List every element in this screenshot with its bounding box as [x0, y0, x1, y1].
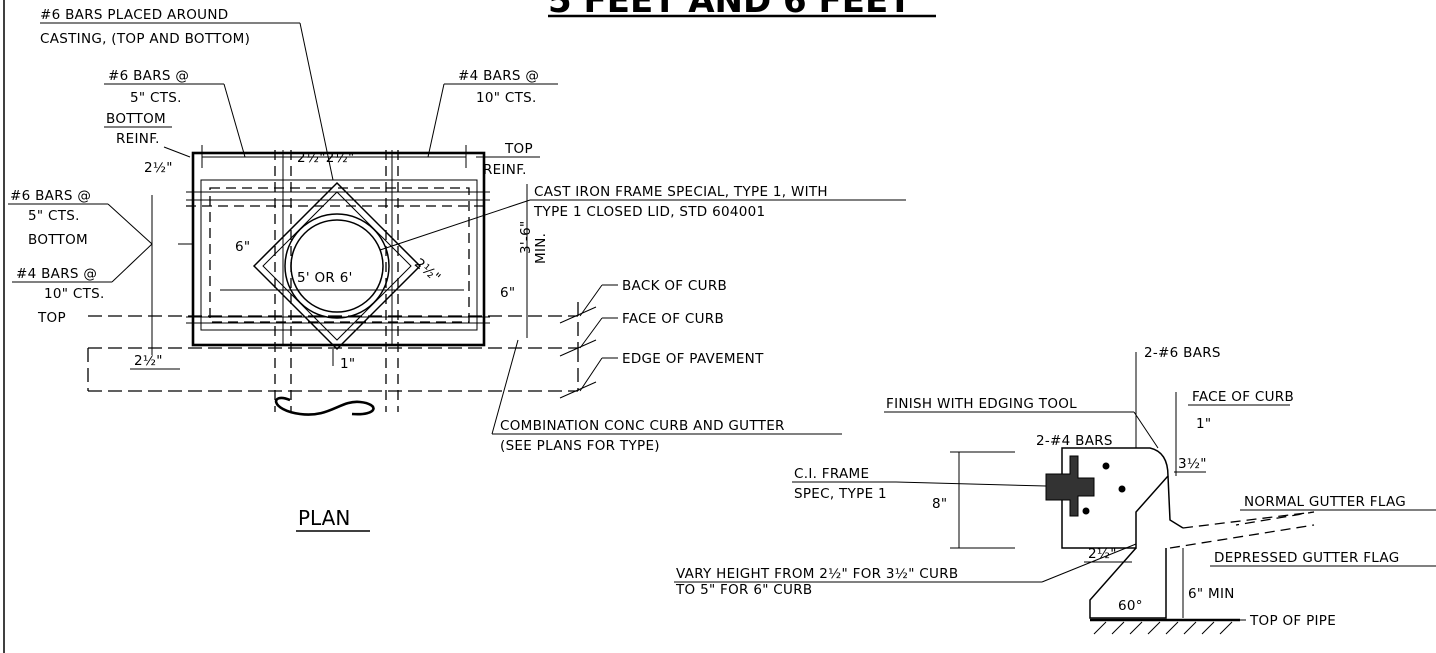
- label-back-curb: BACK OF CURB: [622, 278, 727, 294]
- label-bars6-5cts-1: #6 BARS @: [108, 68, 189, 84]
- bar-6-1: [1082, 507, 1090, 515]
- section-curb-face: [1167, 475, 1184, 529]
- section-body: [1061, 447, 1169, 549]
- label-bars6-around-1: #6 BARS PLACED AROUND: [40, 7, 228, 23]
- frame-diamond-inner: [262, 191, 412, 341]
- leader-back-curb-2: [579, 284, 603, 317]
- label-edging: FINISH WITH EDGING TOOL: [886, 396, 1077, 412]
- label-edge-pave: EDGE OF PAVEMENT: [622, 351, 764, 367]
- label-left6-2: 5" CTS.: [28, 208, 80, 224]
- drawing-title: 5 FEET AND 6 FEET: [548, 0, 912, 21]
- dim-1: 1": [340, 356, 355, 372]
- bar-4-1: [1102, 462, 1110, 470]
- leader-left6: [107, 203, 153, 245]
- label-left4-1: #4 BARS @: [16, 266, 97, 282]
- reinf-outline-dashed: [209, 187, 470, 323]
- depressed-gutter-flag: [1169, 524, 1315, 549]
- leader-bars6-5cts: [223, 83, 246, 158]
- label-vary-1: VARY HEIGHT FROM 2½" FOR 3½" CURB: [676, 566, 958, 582]
- label-ci-frame-2: SPEC, TYPE 1: [794, 486, 887, 502]
- casting-circle-inner: [290, 219, 384, 313]
- label-vary-2: TO 5" FOR 6" CURB: [675, 582, 812, 598]
- ground-hatch: [1093, 621, 1233, 635]
- label-left4-3: TOP: [37, 310, 66, 326]
- dim-diam: 5' OR 6': [297, 270, 353, 286]
- label-depressed-gutter: DEPRESSED GUTTER FLAG: [1214, 550, 1400, 566]
- dim-2half-bottom: 2½": [134, 353, 163, 369]
- frame-casting: [1045, 455, 1095, 517]
- label-bars4-10cts-2: 10" CTS.: [476, 90, 537, 106]
- label-face-curb: FACE OF CURB: [622, 311, 724, 327]
- dim-3-6: 3'-6": [518, 221, 534, 254]
- plan-view: #6 BARS PLACED AROUND CASTING, (TOP AND …: [8, 7, 906, 532]
- leader-bars6-around: [299, 22, 334, 181]
- section-view: 2-#6 BARS FACE OF CURB FINISH WITH EDGIN…: [674, 345, 1436, 635]
- label-bars6-around-2: CASTING, (TOP AND BOTTOM): [40, 31, 250, 47]
- curb-slash-3: [559, 381, 597, 399]
- label-bars6-5cts-2: 5" CTS.: [130, 90, 182, 106]
- leader-bars4-10cts: [427, 83, 445, 158]
- leader-vary: [1041, 543, 1137, 583]
- dim-2half-2half: 2½"2½": [297, 150, 355, 166]
- normal-gutter-flag: [1182, 511, 1315, 529]
- dim-6min: 6" MIN: [1188, 586, 1235, 602]
- dim-2half-sec: 2½": [1088, 546, 1117, 562]
- casting-circle-outer: [284, 213, 390, 319]
- pipe-wall: [1089, 547, 1167, 619]
- frame-diamond-outer: [252, 181, 422, 351]
- leader-left4: [111, 243, 153, 283]
- dim-60: 60°: [1118, 598, 1143, 614]
- leader-ci-frame: [895, 481, 1047, 487]
- bar-4-2: [1118, 485, 1126, 493]
- slab-outline: [191, 151, 486, 347]
- reinf-outline-outer: [200, 179, 478, 331]
- label-left6-3: BOTTOM: [28, 232, 88, 248]
- dim-8: 8": [932, 496, 947, 512]
- label-bars4-10cts-1: #4 BARS @: [458, 68, 539, 84]
- label-face-curb-sec: FACE OF CURB: [1192, 389, 1294, 405]
- leader-edge-pave-2: [579, 357, 603, 392]
- label-top-pipe: TOP OF PIPE: [1249, 613, 1336, 629]
- leader-face-curb-2: [579, 317, 603, 349]
- label-frame-2: TYPE 1 CLOSED LID, STD 604001: [533, 204, 765, 220]
- leader-bottom-reinf: [163, 146, 191, 158]
- label-2-4-bars: 2-#4 BARS: [1036, 433, 1113, 449]
- label-combo-2: (SEE PLANS FOR TYPE): [500, 438, 660, 454]
- label-combo-1: COMBINATION CONC CURB AND GUTTER: [500, 418, 785, 434]
- curb-slash-1: [559, 306, 597, 324]
- curb-slash-2: [559, 339, 597, 357]
- leader-combo: [491, 339, 519, 435]
- label-ci-frame-1: C.I. FRAME: [794, 466, 869, 482]
- dim-3half: 3½": [1178, 456, 1207, 472]
- label-bottom-reinf-2: REINF.: [116, 131, 160, 147]
- label-left6-1: #6 BARS @: [10, 188, 91, 204]
- leader-frame: [379, 199, 531, 251]
- label-2-6-bars: 2-#6 BARS: [1144, 345, 1221, 361]
- label-bottom-reinf-1: BOTTOM: [106, 111, 166, 127]
- label-normal-gutter: NORMAL GUTTER FLAG: [1244, 494, 1406, 510]
- plan-view-label: PLAN: [298, 506, 350, 530]
- label-frame-1: CAST IRON FRAME SPECIAL, TYPE 1, WITH: [534, 184, 828, 200]
- label-top-reinf-1: TOP: [504, 141, 533, 157]
- leader-edging: [1133, 411, 1159, 449]
- dim-6-right: 6": [500, 285, 515, 301]
- dim-6-left: 6": [235, 239, 250, 255]
- label-left4-2: 10" CTS.: [44, 286, 105, 302]
- label-top-reinf-2: REINF.: [483, 162, 527, 178]
- pipe-break-symbol: [274, 396, 375, 416]
- dim-2half-diag: 2½": [411, 255, 443, 286]
- dim-min: MIN.: [533, 233, 549, 264]
- dim-2half-left: 2½": [144, 160, 173, 176]
- dim-1-sec: 1": [1196, 416, 1211, 432]
